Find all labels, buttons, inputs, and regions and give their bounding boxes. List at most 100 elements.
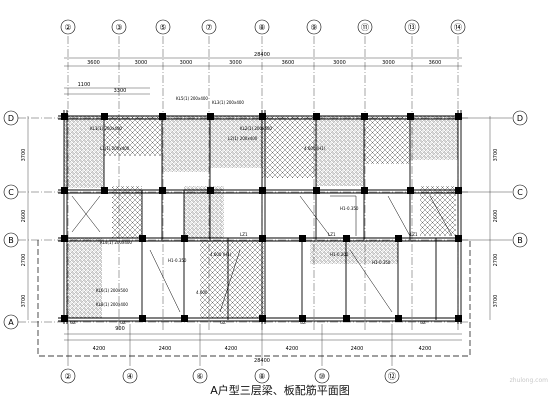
axis-label: D	[517, 114, 523, 123]
dashed-boundary	[37, 240, 471, 357]
column	[259, 187, 266, 194]
axis-label: ⑧	[258, 23, 265, 32]
column	[299, 235, 306, 242]
dimension-span: 2400	[351, 346, 364, 352]
column	[259, 235, 266, 242]
column	[455, 235, 462, 242]
watermark: zhulong.com	[509, 377, 548, 384]
axis-label: ⑤	[159, 23, 166, 32]
dimension-row: 3700	[493, 295, 499, 308]
dimension-span: 3600	[429, 60, 442, 66]
beam-annotation: KL2(1) 200x400	[240, 126, 272, 131]
slab-openings	[71, 195, 453, 313]
slab-hatch	[210, 116, 262, 168]
dimension-lines	[27, 57, 491, 341]
column	[361, 113, 368, 120]
beam-annotation: GZ	[420, 320, 426, 325]
dimension-span: 3600	[282, 60, 295, 66]
dimension-offset: 1100	[78, 82, 91, 88]
column	[61, 187, 68, 194]
axis-bubble-left: B	[3, 232, 19, 248]
dimension-row: 2700	[21, 254, 27, 267]
beam-annotation: KL5(1) 200x400	[176, 96, 208, 101]
beam-annotation: KL4(1) 200x400	[100, 240, 132, 245]
axis-bubble-top: ⑦	[201, 19, 217, 35]
axis-bubble-top: ②	[60, 19, 76, 35]
slab-hatch	[184, 186, 224, 238]
axis-label: ⑩	[318, 372, 325, 381]
axis-label: ⑥	[196, 372, 203, 381]
beam-annotation: KL8(1) 200x400	[96, 302, 128, 307]
axis-label: ②	[64, 372, 71, 381]
slab-hatch	[262, 116, 316, 178]
slab-hatch	[104, 116, 162, 156]
column	[101, 187, 108, 194]
axis-bubble-bottom: ⑩	[314, 368, 330, 384]
axis-bubble-bottom: ⑧	[254, 368, 270, 384]
dimension-span: 4200	[286, 346, 299, 352]
axis-label: B	[517, 236, 523, 245]
axis-bubble-top: ⑭	[450, 19, 466, 35]
beam-annotation: KL6(1) 200x500	[96, 288, 128, 293]
axis-label: C	[517, 188, 523, 197]
axis-label: ④	[126, 372, 133, 381]
column	[407, 187, 414, 194]
column	[181, 235, 188, 242]
column	[299, 315, 306, 322]
column	[207, 187, 214, 194]
column	[61, 113, 68, 120]
axis-label: D	[8, 114, 14, 123]
column	[455, 113, 462, 120]
dimension-span: 3000	[229, 60, 242, 66]
axis-bubble-left: C	[3, 184, 19, 200]
axis-bubble-right: C	[512, 184, 528, 200]
slab-hatch	[64, 116, 104, 188]
dimension-span: 3000	[333, 60, 346, 66]
beam-annotation: L1(1) 200x400	[100, 146, 130, 151]
axis-label: A	[8, 318, 14, 327]
beam-annotation: H1-0.350	[340, 206, 359, 211]
column	[139, 315, 146, 322]
dimension-row: 2600	[21, 210, 27, 223]
column	[61, 235, 68, 242]
axis-label: ⑦	[205, 23, 212, 32]
column	[139, 235, 146, 242]
axis-label: ⑭	[454, 23, 462, 32]
column	[455, 315, 462, 322]
column	[313, 113, 320, 120]
column	[61, 315, 68, 322]
dimension-row: 2700	[493, 254, 499, 267]
slab-hatch	[66, 238, 102, 318]
drawing-title: A户型三层梁、板配筋平面图	[210, 384, 350, 397]
column	[395, 315, 402, 322]
beam-annotation: 4.600 (H1)	[304, 146, 326, 151]
beam-annotation: 4.600	[196, 290, 208, 295]
column	[181, 315, 188, 322]
axis-bubble-left: D	[3, 110, 19, 126]
axis-bubble-bottom: ④	[122, 368, 138, 384]
axis-label: ⑫	[388, 372, 396, 381]
slab-hatch	[316, 116, 364, 186]
axis-label: ⑧	[258, 372, 265, 381]
dimension-overall: 28400	[254, 52, 270, 58]
column	[159, 113, 166, 120]
axis-label: ③	[115, 23, 122, 32]
axis-bubble-top: ⑬	[404, 19, 420, 35]
slab-hatch	[410, 116, 458, 160]
beam-annotation: 4.600 (H1)	[210, 252, 232, 257]
beam-annotation: KL3(1) 200x400	[212, 100, 244, 105]
slab-hatch	[364, 116, 410, 164]
axis-bubble-top: ⑨	[306, 19, 322, 35]
axis-bubble-right: D	[512, 110, 528, 126]
slab-hatch	[112, 186, 142, 238]
dimension-offset: 3300	[114, 88, 127, 94]
dimension-row: 3700	[21, 149, 27, 162]
column	[343, 315, 350, 322]
axis-bubble-bottom: ⑫	[384, 368, 400, 384]
dimension-row: 3700	[21, 295, 27, 308]
axis-bubble-right: B	[512, 232, 528, 248]
beam-annotation: LZ1	[328, 232, 336, 237]
